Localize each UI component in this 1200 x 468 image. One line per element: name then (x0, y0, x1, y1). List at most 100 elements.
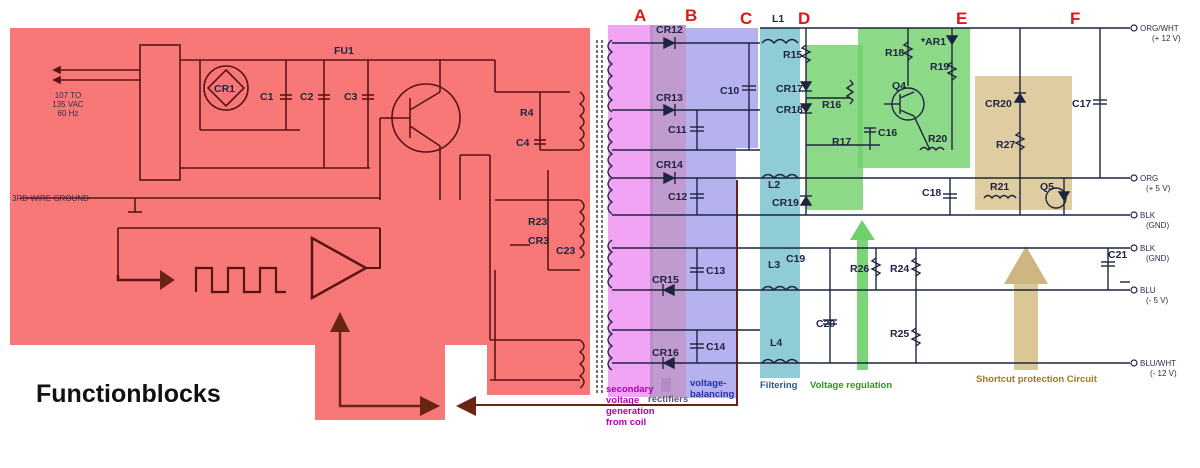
label-cr14: CR14 (656, 159, 683, 171)
label-cr20: CR20 (985, 98, 1012, 110)
terminal-org-wht-voltage: (+ 12 V) (1152, 34, 1181, 43)
label-r26: R26 (850, 263, 869, 275)
label-r19: R19 (930, 61, 949, 73)
terminal-org: ORG (1140, 174, 1158, 183)
primary-side-block (10, 28, 590, 420)
transformer-core (596, 40, 603, 395)
label-c11: C11 (668, 124, 687, 136)
secondary-circuit (607, 27, 1130, 371)
label-ar1: *AR1 (921, 36, 946, 48)
feedback-sense-line (476, 180, 738, 406)
feedback-return-line (338, 330, 420, 408)
label-cr13: CR13 (656, 92, 683, 104)
block-filter-region (760, 28, 800, 378)
label-r25: R25 (890, 328, 909, 340)
label-c2: C2 (300, 91, 314, 103)
feedback-up-arrow-icon (330, 312, 350, 332)
feedback-sense-arrow-icon (456, 396, 476, 416)
label-q5: Q5 (1040, 181, 1054, 193)
rectifier-marker (661, 378, 671, 392)
label-cr17: CR17 (776, 83, 803, 95)
caption-secondary-4: from coil (606, 417, 646, 428)
label-r15: R15 (783, 49, 802, 61)
block-letter-b: B (685, 6, 697, 25)
label-cr3: CR3 (528, 235, 549, 247)
label-cr18: CR18 (776, 104, 803, 116)
page-title: Functionblocks (36, 380, 221, 408)
terminal-org-wht: ORG/WHT (1140, 24, 1179, 33)
label-c4: C4 (516, 137, 530, 149)
oscillator-feed-line (116, 275, 160, 282)
input-voltage-label-1: 107 TO (55, 91, 81, 100)
label-r24: R24 (890, 263, 909, 275)
label-c3: C3 (344, 91, 358, 103)
label-c12: C12 (668, 191, 687, 203)
feedback-arrow-icon (420, 396, 440, 416)
amplifier-output-line (366, 228, 381, 269)
terminal-blk-1: BLK (1140, 211, 1156, 220)
block-a-secondary-region (608, 25, 653, 397)
label-q4: Q4 (892, 80, 906, 92)
terminal-blu: BLU (1140, 286, 1156, 295)
output-terminals (1130, 24, 1138, 367)
label-c20: C20 (816, 318, 835, 330)
terminal-blk-1-voltage: (GND) (1146, 221, 1169, 230)
label-c21: C21 (1108, 249, 1127, 261)
label-r23: R23 (528, 216, 547, 228)
terminal-blu-voltage: (- 5 V) (1146, 296, 1169, 305)
input-voltage-label-3: 60 Hz (58, 109, 79, 118)
caption-voltage-balancing-2: balancing (690, 389, 735, 400)
label-r20: R20 (928, 133, 947, 145)
label-l4: L4 (770, 337, 782, 349)
caption-rectifiers: rectifiers (648, 394, 688, 405)
label-l1: L1 (772, 13, 784, 25)
label-cr16: CR16 (652, 347, 679, 359)
label-r17: R17 (832, 136, 851, 148)
block-regulation-right-region (858, 28, 970, 168)
label-c14: C14 (706, 341, 725, 353)
label-c10: C10 (720, 85, 739, 97)
block-letter-e: E (956, 9, 967, 28)
label-fu1: FU1 (334, 45, 354, 57)
primary-circuit (20, 44, 580, 381)
input-voltage-label-2: 135 VAC (52, 100, 84, 109)
label-cr15: CR15 (652, 274, 679, 286)
oscillator-arrow-icon (160, 270, 175, 290)
block-rectifier-region (650, 25, 686, 397)
caption-secondary-3: generation (606, 406, 655, 417)
terminal-blk-2-voltage: (GND) (1146, 254, 1169, 263)
block-letter-a: A (634, 6, 646, 25)
block-letter-f: F (1070, 9, 1080, 28)
caption-secondary-1: secondary (606, 384, 654, 395)
label-r4: R4 (520, 107, 534, 119)
label-r27: R27 (996, 139, 1015, 151)
regulation-arrow-shaft (857, 238, 868, 370)
label-c1: C1 (260, 91, 274, 103)
caption-shortcut-protection: Shortcut protection Circuit (976, 374, 1098, 385)
oscillator-square-wave (194, 266, 286, 294)
label-l3: L3 (768, 259, 780, 271)
block-c-lower-region (736, 28, 758, 148)
block-letter-d: D (798, 9, 810, 28)
label-c23: C23 (556, 245, 575, 257)
label-r18: R18 (885, 47, 904, 59)
protection-arrow-head (1004, 246, 1048, 284)
terminal-blu-wht-voltage: (- 12 V) (1150, 369, 1177, 378)
primary-coils (578, 91, 585, 389)
label-c13: C13 (706, 265, 725, 277)
block-regulation-left-region (806, 45, 863, 210)
label-l2: L2 (768, 179, 780, 191)
label-cr1: CR1 (214, 83, 235, 95)
terminal-blk-2: BLK (1140, 244, 1156, 253)
label-c16: C16 (878, 127, 897, 139)
caption-secondary-2: voltage (606, 395, 639, 406)
regulation-arrow-head (850, 220, 875, 240)
terminal-org-voltage: (+ 5 V) (1146, 184, 1171, 193)
ground-label: 3RD WIRE GROUND (12, 194, 89, 203)
label-cr19: CR19 (772, 197, 799, 209)
protection-arrow-shaft (1014, 280, 1038, 370)
control-amplifier (310, 235, 369, 301)
label-r21: R21 (990, 181, 1009, 193)
